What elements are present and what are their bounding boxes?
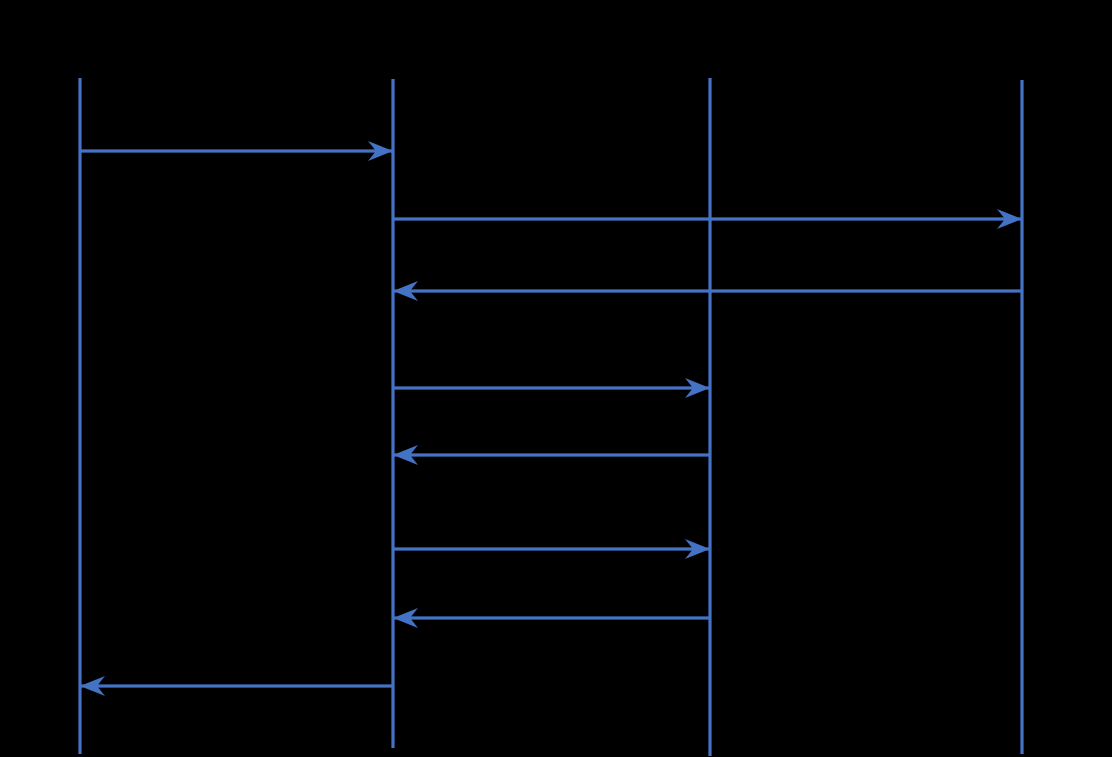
sequence-diagram xyxy=(78,78,1024,756)
diagram-canvas xyxy=(78,78,1024,756)
